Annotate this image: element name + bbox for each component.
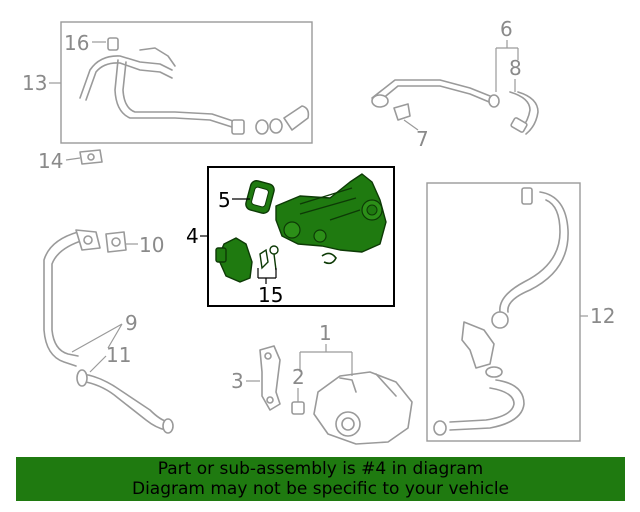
part-4-assembly-box[interactable]: [207, 166, 395, 307]
banner-line-1: Part or sub-assembly is #4 in diagram: [157, 459, 484, 479]
callout-8[interactable]: 8: [509, 56, 522, 80]
parts-diagram: 13 16 14 6 8 7: [22, 17, 615, 445]
callout-2[interactable]: 2: [292, 365, 305, 389]
callout-10[interactable]: 10: [139, 233, 164, 257]
callout-5[interactable]: 5: [218, 188, 231, 212]
callout-7[interactable]: 7: [416, 127, 429, 151]
group-13-box: [60, 21, 313, 144]
parts-6-7-8: [371, 79, 539, 135]
callout-3[interactable]: 3: [231, 369, 244, 393]
callout-14[interactable]: 14: [38, 149, 63, 173]
callout-1[interactable]: 1: [319, 321, 332, 345]
callout-12[interactable]: 12: [590, 304, 615, 328]
callout-9[interactable]: 9: [125, 311, 138, 335]
callout-16[interactable]: 16: [64, 31, 89, 55]
parts-9-10-11: [43, 229, 174, 434]
callout-11[interactable]: 11: [106, 343, 131, 367]
callout-6[interactable]: 6: [500, 17, 513, 41]
callout-4[interactable]: 4: [186, 224, 199, 248]
banner-line-2: Diagram may not be specific to your vehi…: [131, 479, 509, 499]
callout-13[interactable]: 13: [22, 71, 47, 95]
group-12-box: [426, 182, 581, 442]
part-14: [79, 149, 103, 165]
callout-15[interactable]: 15: [258, 283, 283, 307]
info-banner: Part or sub-assembly is #4 in diagram Di…: [16, 457, 625, 501]
parts-1-2-3: [259, 345, 413, 445]
